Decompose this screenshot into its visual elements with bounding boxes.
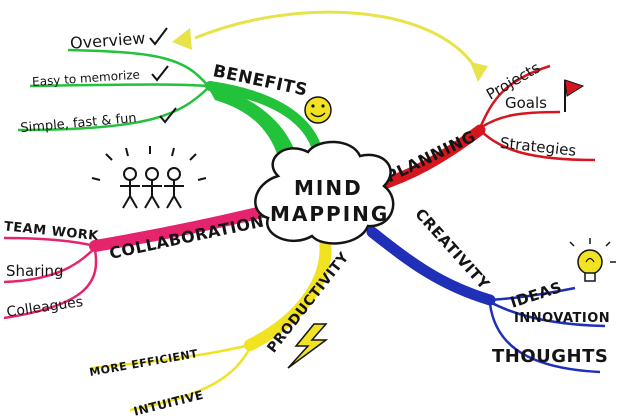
lightbulb-icon [569, 238, 616, 282]
creativity-item-thoughts: THOUGHTS [492, 346, 608, 367]
collaboration-branch [89, 206, 268, 252]
collaboration-sub-line [3, 249, 98, 320]
benefits-item-simple: Simple, fast & fun [20, 111, 137, 136]
center-node: MIND MAPPING [254, 140, 395, 245]
center-title-line1: MIND [294, 176, 363, 200]
planning-label: PLANNING [383, 127, 479, 187]
benefits-branch [205, 82, 300, 172]
productivity-item-efficient: MORE EFFICIENT [88, 347, 199, 379]
creativity-item-innovation: INNOVATION [514, 311, 610, 326]
creativity-sub-line [489, 286, 576, 302]
creativity-branch [366, 226, 496, 306]
collaboration-item-colleagues: Colleagues [6, 294, 84, 321]
smiley-icon [304, 96, 332, 124]
arrowhead-icon [172, 28, 192, 50]
planning-sub-line [479, 110, 561, 130]
creativity-item-ideas: IDEAS [508, 278, 564, 312]
benefits-item-overview: Overview [69, 29, 145, 53]
benefits-sub-line [29, 83, 209, 88]
creativity-sub-line [488, 303, 601, 374]
benefits-sub-line [17, 87, 209, 132]
productivity-branch [244, 234, 332, 351]
creativity-sub-line [489, 300, 606, 328]
flag-icon [564, 79, 585, 112]
productivity-sub-line [91, 343, 251, 370]
collaboration-sub-line [3, 247, 96, 284]
checkmark-icon [151, 65, 169, 82]
collaboration-item-sharing: Sharing [6, 262, 64, 280]
checkmark-icon [149, 27, 168, 46]
checkmark-icon [159, 107, 177, 124]
center-title-line2: MAPPING [270, 202, 389, 226]
lightning-icon [287, 323, 329, 369]
productivity-item-intuitive: INTUITIVE [132, 388, 205, 419]
productivity-sub-line [129, 347, 252, 412]
connector-arrow [194, 10, 480, 73]
benefits-sub-line [67, 48, 209, 87]
planning-sub-line [478, 64, 551, 129]
people-icon [91, 146, 207, 209]
planning-item-goals: Goals [505, 94, 547, 112]
arrowhead-icon [470, 62, 488, 82]
collaboration-sub-line [3, 236, 96, 248]
planning-sub-line [479, 129, 596, 162]
